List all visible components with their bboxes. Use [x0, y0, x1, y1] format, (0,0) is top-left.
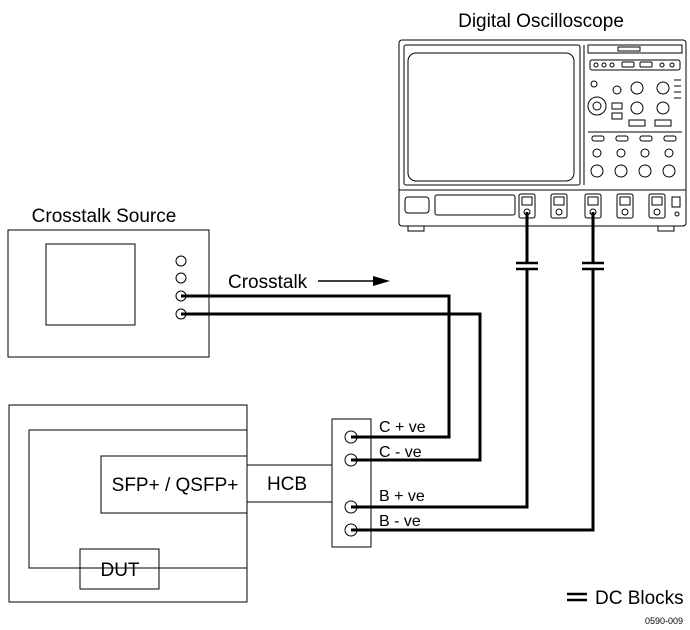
dut-label: DUT: [100, 560, 139, 581]
hcb-label: HCB: [267, 474, 307, 495]
port-label-b-plus: B + ve: [379, 488, 425, 505]
cable-ch-b-plus: [351, 212, 529, 509]
cables: [181, 212, 595, 532]
crosstalk-direction-arrow: [318, 276, 390, 286]
oscilloscope-title: Digital Oscilloscope: [458, 11, 624, 32]
port-label-b-minus: B - ve: [379, 513, 421, 530]
cable-ch-b-minus: [351, 212, 595, 532]
digital-oscilloscope: Digital Oscilloscope: [398, 11, 687, 232]
crosstalk-source-screen: [45, 243, 136, 326]
dut-board: SFP+ / QSFP+ DUT: [8, 404, 248, 603]
port-label-c-minus: C - ve: [379, 444, 422, 461]
legend-dc-blocks: DC Blocks: [595, 588, 684, 609]
dc-block-2: [580, 261, 606, 271]
dut-box: [79, 548, 160, 590]
power-button: [404, 196, 430, 214]
channel-inputs: [518, 193, 681, 219]
figure-id: 0590-009: [645, 616, 683, 626]
hcb-fixture: HCB C + ve C - ve B + ve B - ve: [247, 418, 426, 548]
cable-crosstalk-c-minus: [181, 312, 482, 462]
sfp-module-label: SFP+ / QSFP+: [112, 475, 239, 496]
cable-crosstalk-c-plus: [181, 294, 451, 439]
scope-screen: [407, 52, 575, 182]
legend: DC Blocks: [567, 588, 684, 609]
crosstalk-source-title: Crosstalk Source: [32, 206, 177, 227]
dc-block-1: [514, 261, 540, 271]
port-label-c-plus: C + ve: [379, 419, 426, 436]
sfp-module: [100, 455, 248, 514]
crosstalk-label: Crosstalk: [228, 272, 308, 293]
scope-controls: [587, 59, 682, 178]
crosstalk-source: Crosstalk Source: [7, 206, 210, 358]
